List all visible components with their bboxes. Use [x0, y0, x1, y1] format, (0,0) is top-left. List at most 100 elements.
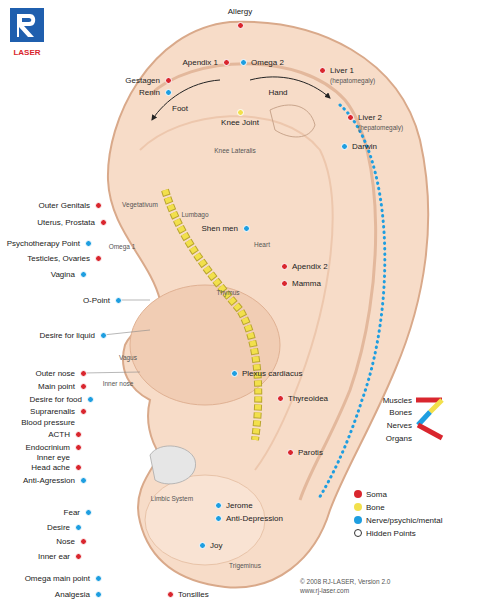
point-label: Blood pressure [21, 418, 75, 427]
spine [165, 190, 258, 440]
point-label: Limbic System [151, 494, 193, 503]
point-label: Outer nose [35, 369, 75, 378]
legend-swatch [354, 516, 362, 524]
point-label: Main point [38, 382, 75, 391]
copyright-caption: © 2008 RJ-LASER, Version 2.0 [300, 577, 390, 586]
point-dot [95, 255, 102, 262]
point-dot [165, 77, 172, 84]
point-label: Inner nose [103, 379, 134, 388]
point-label: Desire for food [30, 395, 82, 404]
point-dot [95, 202, 102, 209]
legend-text: Bone [366, 503, 385, 512]
point-label: Apendix 2 [292, 262, 328, 271]
legend-hidden-symbol [354, 529, 362, 537]
point-dot [85, 240, 92, 247]
legend-text: Hidden Points [366, 529, 416, 538]
point-dot [215, 515, 222, 522]
point-label: Nose [56, 537, 75, 546]
tissue-key [416, 400, 442, 438]
tissue-key-label: Muscles [383, 396, 412, 405]
point-dot [75, 464, 82, 471]
point-dot [95, 575, 102, 582]
legend-text: Soma [366, 490, 387, 499]
point-label: Inner ear [38, 552, 70, 561]
point-label: Anti-Depression [226, 514, 283, 523]
point-dot [80, 383, 87, 390]
point-dot [75, 553, 82, 560]
point-label: Thyreoidea [288, 394, 328, 403]
point-label: Omega main point [25, 574, 90, 583]
point-dot [347, 114, 354, 121]
point-label: Inner eye [37, 453, 70, 462]
point-label: Uterus, Prostata [37, 218, 95, 227]
point-label: Darwin [352, 142, 377, 151]
point-label: Joy [210, 541, 222, 550]
point-dot [319, 67, 326, 74]
point-dot [100, 332, 107, 339]
point-label: Liver 2 [358, 113, 382, 122]
point-label: (hepatomegaly) [330, 76, 375, 85]
legend-swatch [354, 503, 362, 511]
point-label: Lumbago [181, 210, 208, 219]
point-dot [85, 509, 92, 516]
point-dot [277, 395, 284, 402]
point-dot [237, 22, 244, 29]
point-label: Testicles, Ovaries [27, 254, 90, 263]
point-label: Suprarenalis [30, 407, 75, 416]
ear-outline [108, 22, 428, 588]
point-label: Desire for liquid [39, 331, 95, 340]
point-label: Gestagen [125, 76, 160, 85]
point-dot [287, 449, 294, 456]
point-label: Vegetativum [122, 200, 158, 209]
point-dot [87, 396, 94, 403]
legend-text: Nerve/psychic/mental [366, 516, 442, 525]
point-label: Shen men [202, 224, 238, 233]
point-label: (hepatomegaly) [358, 123, 403, 132]
point-dot [167, 591, 174, 598]
logo [10, 8, 44, 42]
helix-rim [150, 64, 376, 500]
foot-arrow [152, 80, 220, 120]
point-label: Foot [172, 104, 188, 113]
point-label: Liver 1 [330, 66, 354, 75]
point-dot [80, 477, 87, 484]
hand-arrow [250, 77, 330, 98]
point-dot [223, 59, 230, 66]
point-label: Thymus [216, 288, 239, 297]
point-dot [80, 370, 87, 377]
point-dot [75, 444, 82, 451]
point-label: Plexus cardiacus [242, 369, 302, 378]
point-label: Psychotherapy Point [7, 239, 80, 248]
hand-sketch [270, 105, 315, 137]
point-label: Fear [64, 508, 80, 517]
tissue-key-label: Nerves [387, 421, 412, 430]
point-label: Omega 2 [251, 58, 284, 67]
point-label: Mamma [292, 279, 321, 288]
point-dot [80, 538, 87, 545]
point-label: Jerome [226, 501, 253, 510]
point-label: Outer Genitals [38, 201, 90, 210]
point-label: Heart [254, 240, 270, 249]
limbic-shape [150, 446, 196, 484]
point-label: Hand [268, 88, 287, 97]
point-label: Trigeminus [229, 561, 261, 570]
point-dot [165, 89, 172, 96]
point-dot [243, 225, 250, 232]
point-dot [75, 524, 82, 531]
concha [130, 285, 280, 405]
point-dot [75, 431, 82, 438]
point-label: Head ache [31, 463, 70, 472]
point-label: Vagina [51, 270, 75, 279]
logo-text: LASER [13, 48, 40, 57]
point-dot [80, 271, 87, 278]
point-dot [100, 219, 107, 226]
point-dot [215, 502, 222, 509]
point-dot [281, 263, 288, 270]
point-dot [199, 542, 206, 549]
point-dot [115, 297, 122, 304]
point-label: Renin [139, 88, 160, 97]
point-label: Vagus [119, 353, 137, 362]
point-dot [341, 143, 348, 150]
legend-swatch [354, 490, 362, 498]
